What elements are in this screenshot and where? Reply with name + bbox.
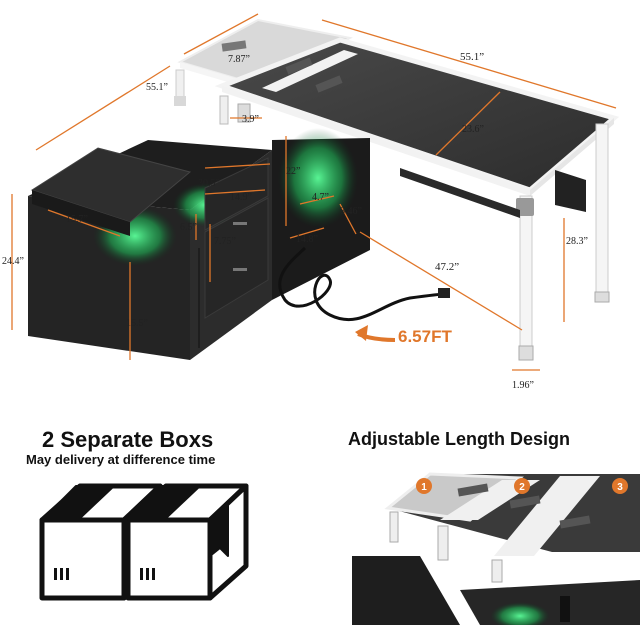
step-badge-3 bbox=[612, 478, 628, 494]
step-badge-2 bbox=[514, 478, 530, 494]
dim-desk-depth: 23.6” bbox=[462, 124, 484, 135]
adjustable-detail bbox=[352, 460, 640, 625]
box-barcodes bbox=[54, 568, 155, 580]
dim-leg-span: 47.2” bbox=[435, 261, 459, 273]
dim-tower-depth: 7.87” bbox=[228, 54, 250, 65]
boxes-illustration bbox=[39, 483, 249, 601]
step-badges: 1 2 3 bbox=[416, 478, 628, 494]
dim-overall-height: 24.4” bbox=[2, 256, 24, 267]
tower-top bbox=[174, 18, 353, 106]
dim-shelf-width: 4.7” bbox=[312, 192, 329, 203]
step-badge-1 bbox=[416, 478, 432, 494]
dimension-lines bbox=[11, 13, 617, 371]
main-desk-top bbox=[214, 37, 620, 196]
step-label-1: 1 bbox=[421, 482, 427, 493]
dim-drawer-width: 14.9” bbox=[230, 192, 252, 203]
dim-leg-height: 28.3” bbox=[566, 236, 588, 247]
dim-main-length: 55.1” bbox=[460, 51, 484, 63]
dim-shelf-base: 14.8” bbox=[296, 234, 318, 245]
step-label-2: 2 bbox=[519, 482, 525, 493]
dim-leg-width: 1.96” bbox=[512, 380, 534, 391]
dim-drawer-height: 6.5” bbox=[180, 222, 197, 233]
cord-length-label: 6.57FT bbox=[398, 327, 452, 346]
dim-seat-height: 15.5” bbox=[126, 318, 148, 329]
dim-shelf-depth: 8.46” bbox=[340, 206, 362, 217]
desk-legs bbox=[400, 123, 610, 361]
dim-left-length: 55.1” bbox=[146, 82, 168, 93]
boxes-title: 2 Separate Boxs bbox=[42, 427, 214, 452]
dim-clamp-offset: 3.9” bbox=[242, 114, 259, 125]
adjustable-title: Adjustable Length Design bbox=[348, 429, 571, 449]
power-cord bbox=[278, 246, 446, 322]
dim-lower-drawer: 7.75” bbox=[214, 236, 236, 247]
dim-cushion-width: 15.7” bbox=[66, 214, 88, 225]
dim-cabinet-height: 22” bbox=[286, 166, 300, 177]
cabinet bbox=[28, 128, 370, 360]
dim-cabinet-width: 30.5” bbox=[198, 178, 220, 189]
step-label-3: 3 bbox=[617, 482, 623, 493]
boxes-subtitle: May delivery at difference time bbox=[26, 452, 216, 467]
